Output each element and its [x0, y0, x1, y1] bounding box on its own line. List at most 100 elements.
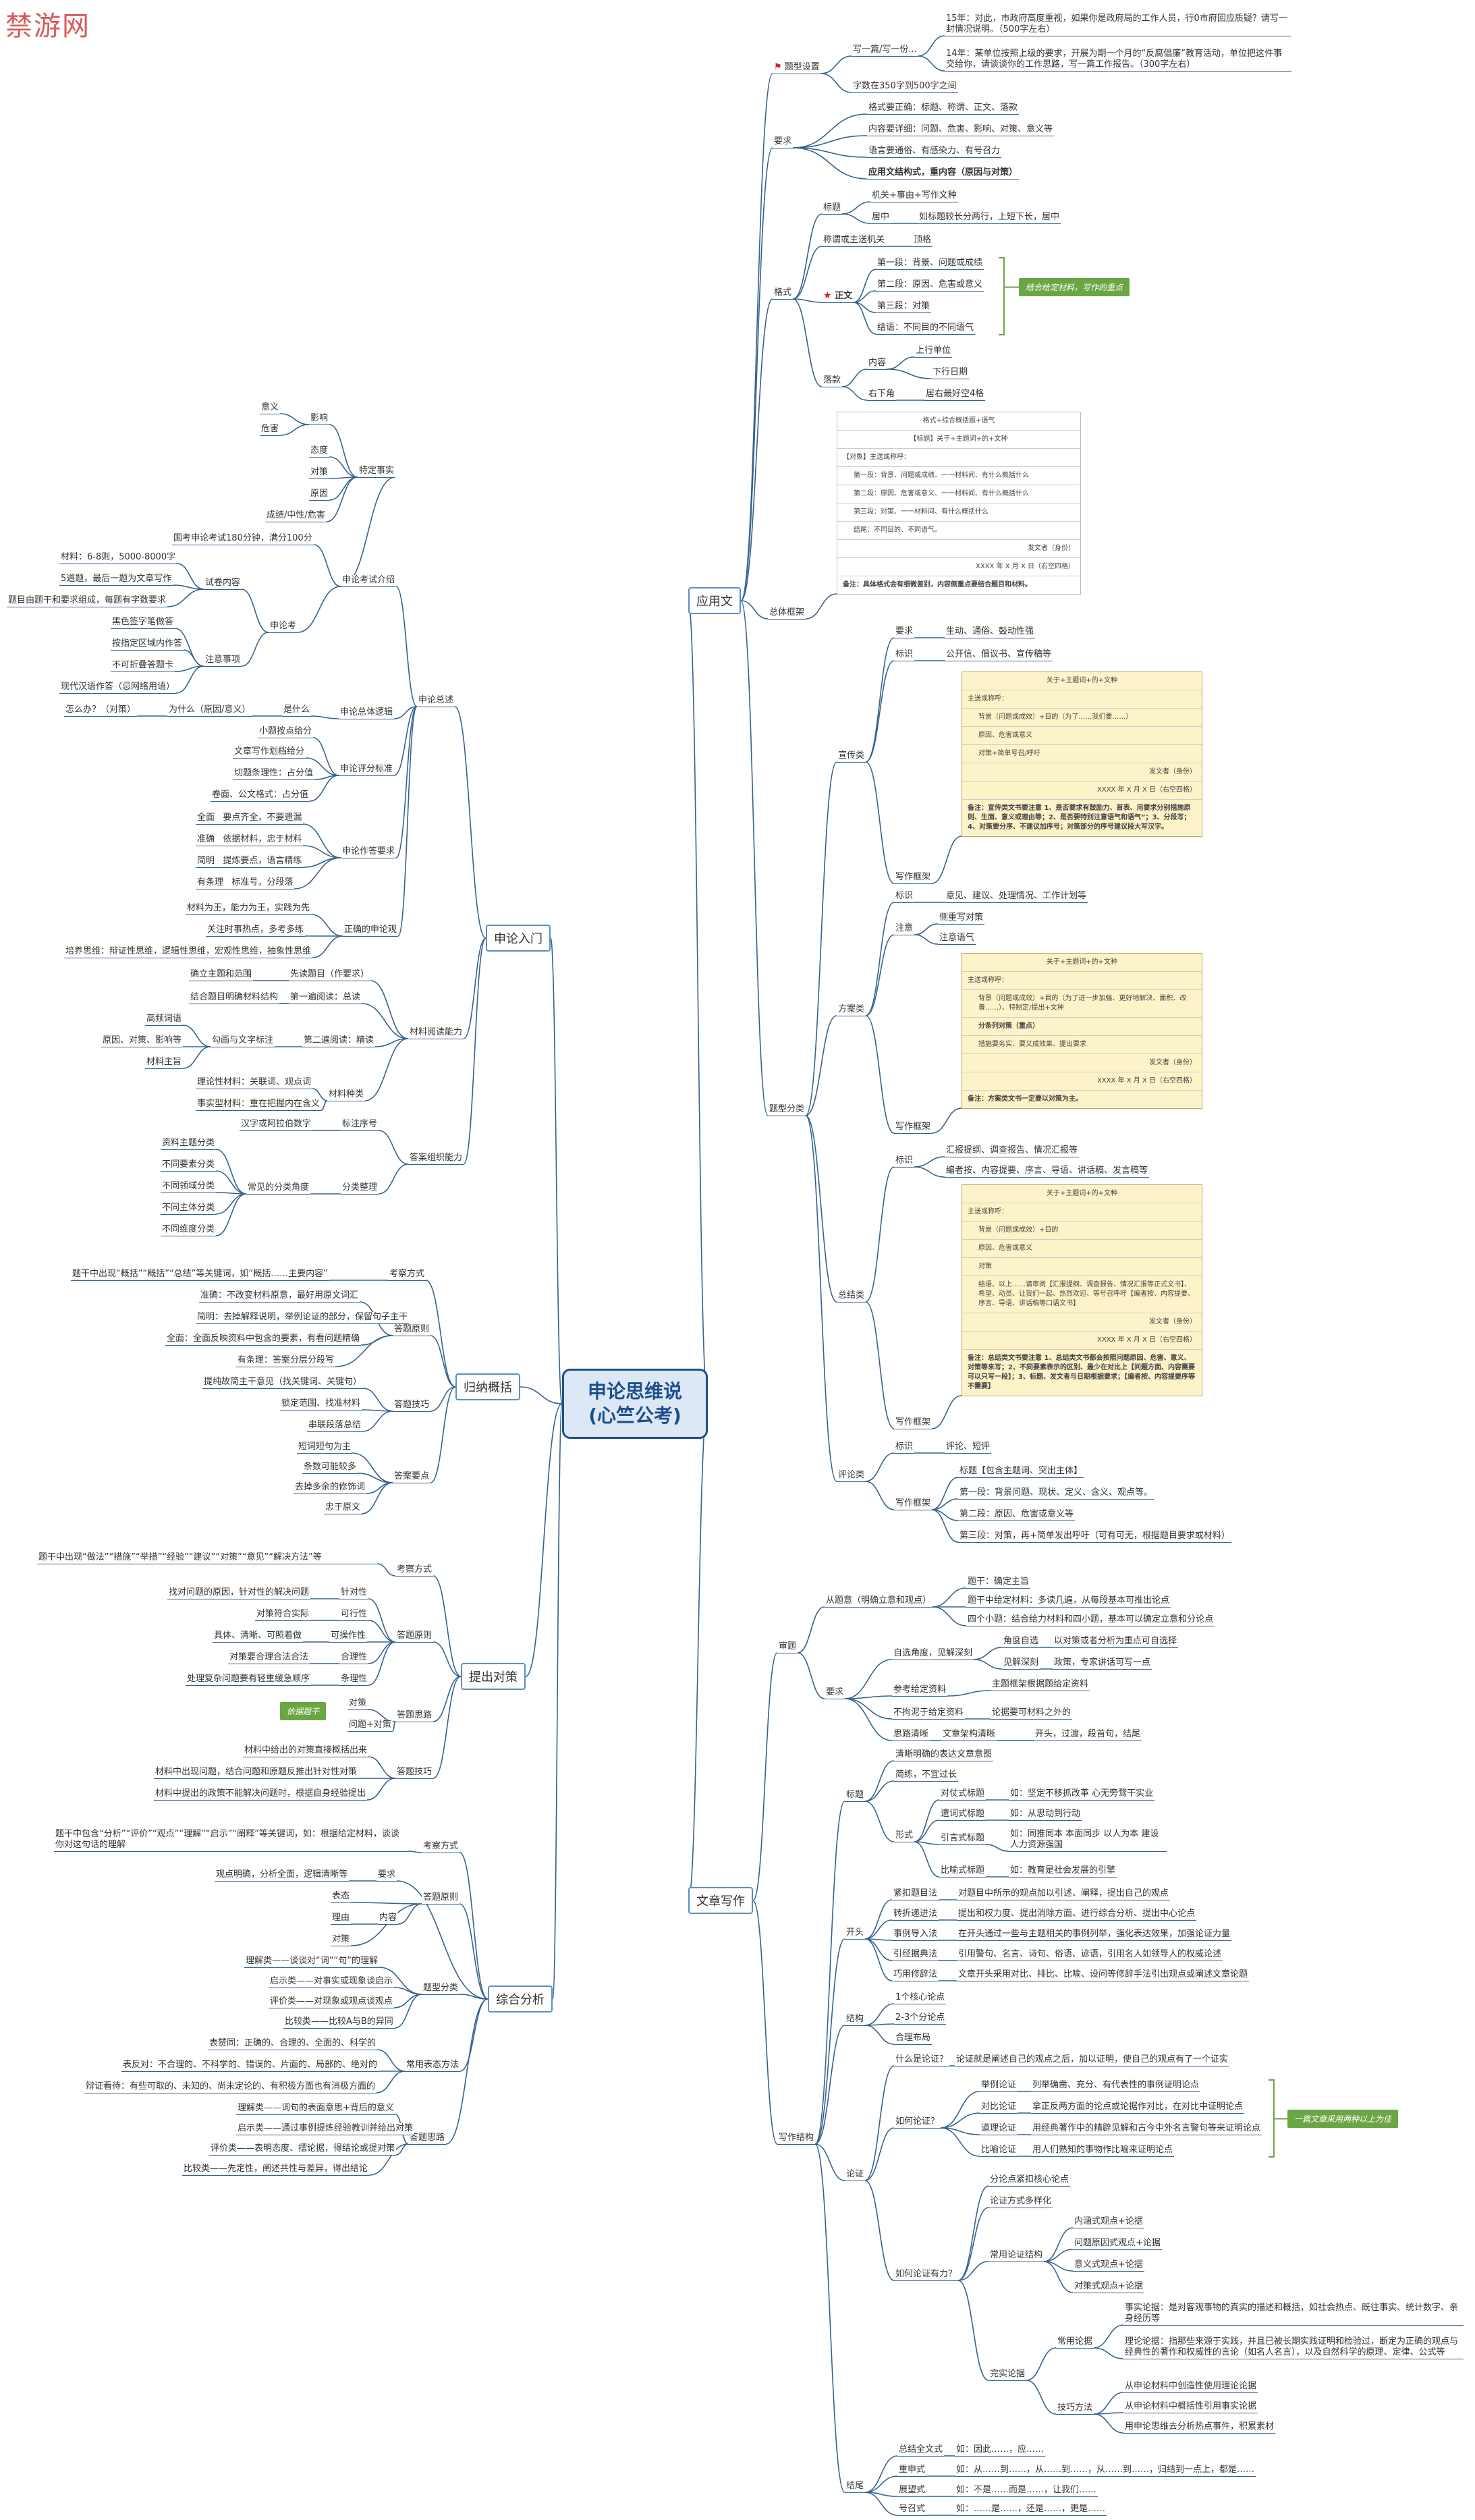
node-zh-sl-1[interactable]: 启示类——通过事例提炼经验教训并给出对策 — [236, 2123, 415, 2135]
node-dc-yz-3[interactable]: 对策要合理合法合法 — [228, 1652, 310, 1664]
node-xiezuo-jiegou[interactable]: 写作结构 — [777, 2133, 816, 2145]
node-gn-yz-0[interactable]: 准确：不改变材料原意，最好用原文词汇 — [199, 1290, 360, 1303]
node-xsti-v[interactable]: 确立主题和范围 — [189, 969, 254, 981]
node-cyfl-3[interactable]: 不同主体分类 — [161, 1203, 217, 1215]
node-zq-0[interactable]: 材料为王，能力为王，实践为先 — [186, 903, 312, 915]
node-zh-tx-0[interactable]: 理解类——谈谈对“词”“句”的理解 — [244, 1956, 379, 1968]
node-zj-bs[interactable]: 标识 — [894, 1155, 915, 1168]
node-zongti-luoji[interactable]: 申论总体逻辑 — [339, 707, 395, 719]
node-cylj[interactable]: 常用论据 — [1056, 2336, 1094, 2349]
node-yq-2[interactable]: 语言要通俗、有感染力、有号召力 — [867, 146, 1002, 158]
node-yq-bold[interactable]: 应用文结构式，重内容（原因与对策） — [867, 167, 1020, 180]
node-lz-3[interactable]: 比喻论证 — [980, 2145, 1018, 2157]
node-xc-kj[interactable]: 写作框架 — [894, 872, 933, 884]
node-zj-bs-0[interactable]: 汇报提纲、调查报告、情况汇报等 — [945, 1145, 1080, 1157]
node-fa-bs[interactable]: 标识 — [894, 891, 915, 903]
node-zh-yaoqiu[interactable]: 要求 — [377, 1869, 397, 1882]
node-dc-jq-2[interactable]: 材料中提出的政策不能解决问题时，根据自身经验提出 — [154, 1788, 368, 1801]
node-dc-yz-0-v[interactable]: 针对性 — [339, 1587, 369, 1599]
node-xs-note[interactable]: 如：同推同本 本面同步 以人为本 建设人力资源强国 — [1009, 1829, 1167, 1852]
node-jqff-0[interactable]: 从申论材料中创造性使用理论论据 — [1123, 2381, 1258, 2393]
node-dc-dtyz[interactable]: 答题原则 — [395, 1631, 434, 1643]
node-xs-0[interactable]: 对仗式标题 — [939, 1788, 986, 1801]
node-sjzy[interactable]: 注意事项 — [204, 655, 242, 667]
node-fa-bs-v[interactable]: 意见、建议、处理情况、工作计划等 — [945, 891, 1088, 903]
node-lk-jx[interactable]: 居右最好空4格 — [924, 389, 986, 401]
node-kt-0-v[interactable]: 对题目中所示的观点加以引述、阐释，提出自己的观点 — [957, 1888, 1171, 1900]
node-xs-1[interactable]: 遗词式标题 — [939, 1809, 986, 1821]
node-zh-yz-3[interactable]: 对策 — [331, 1934, 352, 1946]
node-gn-yd-1[interactable]: 条数可能较多 — [302, 1462, 358, 1474]
node-zq-2[interactable]: 培养思维：辩证性思维，逻辑性思维，宏观性思维，抽象性思维 — [64, 946, 313, 958]
node-gh-2[interactable]: 材料主旨 — [145, 1057, 184, 1069]
node-q15[interactable]: 15年：对此，市政府高度重视，如果你是政府局的工作人员，行0市府回应质疑？请写一… — [945, 13, 1291, 36]
node-lk-0[interactable]: 上行单位 — [914, 346, 953, 358]
node-lz-1-v[interactable]: 拿正反两方面的论点或论据作对比，在对比中证明论点 — [1031, 2102, 1245, 2114]
node-kaoshi-jieshao[interactable]: 申论考试介绍 — [341, 575, 397, 587]
node-zh-ff-0[interactable]: 表赞同：正确的、合理的、全面的、科学的 — [208, 2038, 378, 2050]
node-lzfs[interactable]: 论证方式多样化 — [989, 2196, 1053, 2208]
node-cylz[interactable]: 常用论证结构 — [989, 2250, 1045, 2262]
node-gn-yd-3[interactable]: 忠于原文 — [324, 1502, 362, 1514]
node-dc-yz-2-v[interactable]: 可操作性 — [329, 1631, 368, 1643]
node-gn-jq-2[interactable]: 串联段落总结 — [307, 1420, 363, 1432]
node-yx-0[interactable]: 意义 — [260, 402, 281, 414]
node-dc-ksfs-v[interactable]: 题干中出现“做法”“措施”“举措”“经验”“建议”“对策”“意见”“解决方法”等 — [37, 1552, 377, 1564]
node-lz-q1[interactable]: 什么是论证？ — [894, 2054, 950, 2066]
node-lz-2[interactable]: 道理论证 — [980, 2123, 1018, 2135]
node-yq1[interactable]: 自选角度，见解深刻 — [892, 1648, 974, 1660]
node-neirong[interactable]: 内容 — [867, 358, 888, 370]
node-zy-0[interactable]: 黑色签字笔做答 — [111, 617, 175, 629]
node-dc-yz-1[interactable]: 对策符合实际 — [255, 1609, 311, 1621]
node-jiewei[interactable]: 结尾 — [845, 2481, 866, 2493]
node-cylj-1[interactable]: 理论论据：指那些来源于实践，并且已被长期实践证明和检验过，断定为正确的观点与经典… — [1123, 2336, 1464, 2359]
node-gh-1[interactable]: 原因、对策、影响等 — [101, 1035, 184, 1047]
node-cylz-3[interactable]: 对策式观点+论据 — [1073, 2281, 1144, 2293]
node-fzlz[interactable]: 分论点紧扣核心论点 — [989, 2174, 1071, 2187]
node-gn-dtyd[interactable]: 答案要点 — [393, 1471, 431, 1483]
node-luokuan[interactable]: 落款 — [822, 375, 843, 387]
node-clfl-1[interactable]: 事实型材料：重在把握内在含义 — [196, 1099, 322, 1111]
node-zh-tx-2[interactable]: 评价类——对现象或观点谈观点 — [269, 1996, 395, 2008]
node-zmb[interactable]: 怎么办？（对策） — [64, 705, 138, 717]
node-sj-0[interactable]: 材料：6-8则，5000-8000字 — [59, 552, 177, 564]
node-kt-1-v[interactable]: 提出和权力度、提出消除方面、进行综合分析、提出中心论点 — [957, 1909, 1197, 1921]
node-yaoqiu[interactable]: 要求 — [773, 136, 794, 148]
node-zh-sl-0[interactable]: 理解类——词句的表面意思+背后的意义 — [236, 2103, 395, 2115]
node-bt-sub[interactable]: 机关+事由+写作文种 — [870, 190, 958, 202]
node-gn-yz-1[interactable]: 简明：去掉解释说明，举例论证的部分，保留句子主干 — [196, 1312, 410, 1324]
node-dingge[interactable]: 顶格 — [912, 235, 933, 247]
node-jw-0-v[interactable]: 如：因此……，应…… — [955, 2444, 1046, 2457]
node-pl-bs-v[interactable]: 评论、短评 — [945, 1442, 992, 1454]
node-zy-1[interactable]: 按指定区域内作答 — [111, 638, 184, 651]
node-pf-3[interactable]: 卷面、公文格式：占分值 — [211, 790, 310, 802]
node-bt-1[interactable]: 简练，不宜过长 — [894, 1770, 959, 1782]
node-gn-jq-0[interactable]: 提纯故简主干意见（找关键词、关键句） — [202, 1377, 364, 1389]
node-yq1-sub-1[interactable]: 见解深刻 — [1002, 1658, 1040, 1670]
node-zd-0[interactable]: 全面 要点齐全，不要遗漏 — [196, 813, 304, 825]
node-xie-yipian[interactable]: 写一篇/写一份... — [852, 45, 918, 57]
node-kaitou[interactable]: 开头 — [845, 1927, 866, 1940]
node-zishu[interactable]: 字数在350字到500字之间 — [852, 81, 958, 93]
node-zh-ksfs[interactable]: 考察方式 — [422, 1841, 460, 1853]
node-yq4-v[interactable]: 文章架构清晰 — [941, 1729, 997, 1741]
node-xs-0-v[interactable]: 如：坚定不移抓改革 心无旁骛干实业 — [1009, 1788, 1155, 1801]
node-zd-1[interactable]: 准确 依据材料，忠于材料 — [196, 834, 304, 846]
node-cyfl[interactable]: 常见的分类角度 — [246, 1182, 311, 1195]
node-zhengwen[interactable]: ★ 正文 — [822, 290, 854, 303]
node-kt-2-v[interactable]: 在开头通过一些与主题相关的事例列举，强化表达效果，加强论证力量 — [957, 1929, 1232, 1941]
node-gn-yz-2[interactable]: 全面：全面反映资料中包含的要素，有看问题精确 — [165, 1334, 362, 1346]
node-fa-kj[interactable]: 写作框架 — [894, 1122, 933, 1134]
node-xc-bs[interactable]: 标识 — [894, 649, 915, 661]
node-zd-3[interactable]: 有条理 标准号，分段落 — [196, 877, 295, 889]
node-cyfl-2[interactable]: 不同领域分类 — [161, 1181, 217, 1193]
node-zh-cyff[interactable]: 常用表态方法 — [405, 2060, 461, 2072]
node-zh-yq-v[interactable]: 观点明确，分析全面，逻辑清晰等 — [215, 1869, 350, 1882]
node-wslz[interactable]: 完实论据 — [989, 2369, 1027, 2381]
node-zj-bs-1[interactable]: 编者按、内容提要、序言、导语、讲话稿、发言稿等 — [945, 1166, 1150, 1178]
node-tzsw[interactable]: 特定事实 — [358, 466, 396, 478]
node-pl-kj-3[interactable]: 第三段：对策，再+简单发出呼吁（可有可无，根据题目要求或材料） — [958, 1531, 1231, 1543]
node-dc-dtjq[interactable]: 答题技巧 — [395, 1767, 434, 1779]
node-yq-0[interactable]: 格式要正确：标题、称谓、正文、落款 — [867, 103, 1020, 115]
node-dc-sl-1[interactable]: 问题+对策 — [347, 1720, 393, 1732]
